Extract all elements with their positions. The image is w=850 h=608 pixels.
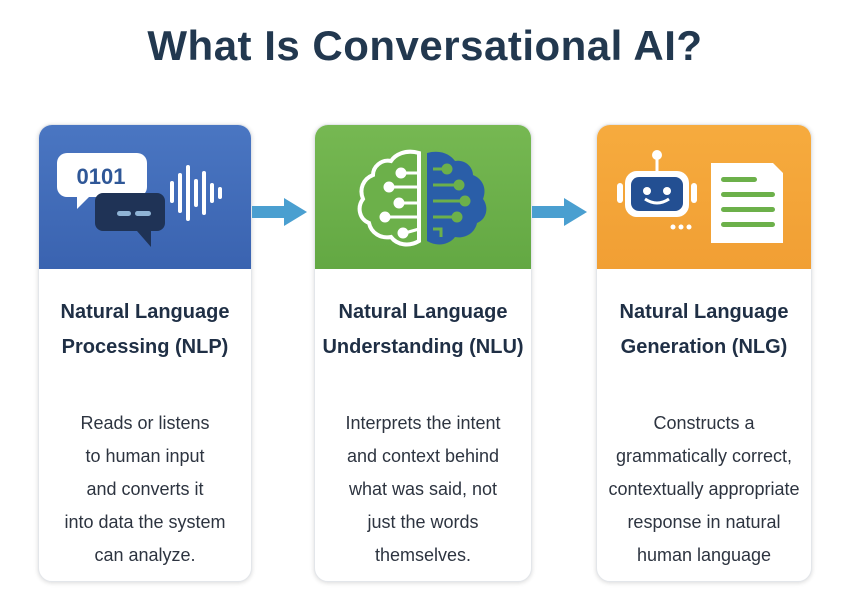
desc-line: what was said, not: [348, 479, 498, 499]
heading-line: Natural Language: [60, 301, 230, 323]
heading-line: Processing (NLP): [61, 336, 229, 358]
heading-line: Natural Language: [338, 301, 508, 323]
nlp-description: Reads or listens to human input and conv…: [39, 407, 251, 572]
card-nlg: Natural Language Generation (NLG) Constr…: [596, 124, 812, 582]
desc-line: and context behind: [346, 446, 500, 466]
desc-line: Interprets the intent: [345, 413, 501, 433]
nlu-header: [315, 125, 531, 269]
arrow-right-icon: [252, 198, 307, 226]
nlg-description: Constructs a grammatically correct, cont…: [597, 407, 811, 572]
desc-line: just the words: [367, 512, 479, 532]
desc-line: themselves.: [374, 545, 472, 565]
heading-line: Generation (NLG): [620, 336, 788, 358]
desc-line: to human input: [85, 446, 205, 466]
svg-text:0101: 0101: [77, 164, 126, 189]
robot-document-icon: [617, 150, 783, 243]
desc-line: grammatically correct,: [615, 446, 793, 466]
page-title: What Is Conversational AI?: [147, 22, 703, 69]
desc-line: human language: [636, 545, 772, 565]
nlp-header: 0101: [39, 125, 251, 269]
nlg-header: [597, 125, 811, 269]
chat-bubbles-soundwave-icon: 0101: [57, 153, 222, 247]
nlu-heading: Natural Language Understanding (NLU): [315, 295, 531, 365]
desc-line: response in natural: [627, 512, 781, 532]
desc-line: into data the system: [64, 512, 226, 532]
desc-line: and converts it: [86, 479, 204, 499]
heading-line: Understanding (NLU): [322, 336, 524, 358]
card-nlu: Natural Language Understanding (NLU) Int…: [314, 124, 532, 582]
brain-circuit-icon: [357, 149, 487, 247]
card-nlp: 0101 Natural Language Processing (NLP) R…: [38, 124, 252, 582]
nlu-description: Interprets the intent and context behind…: [315, 407, 531, 572]
arrow-right-icon: [532, 198, 587, 226]
desc-line: Constructs a: [653, 413, 755, 433]
desc-line: can analyze.: [94, 545, 196, 565]
nlp-heading: Natural Language Processing (NLP): [39, 295, 251, 365]
nlg-heading: Natural Language Generation (NLG): [597, 295, 811, 365]
heading-line: Natural Language: [619, 301, 789, 323]
desc-line: contextually appropriate: [608, 479, 800, 499]
desc-line: Reads or listens: [80, 413, 210, 433]
